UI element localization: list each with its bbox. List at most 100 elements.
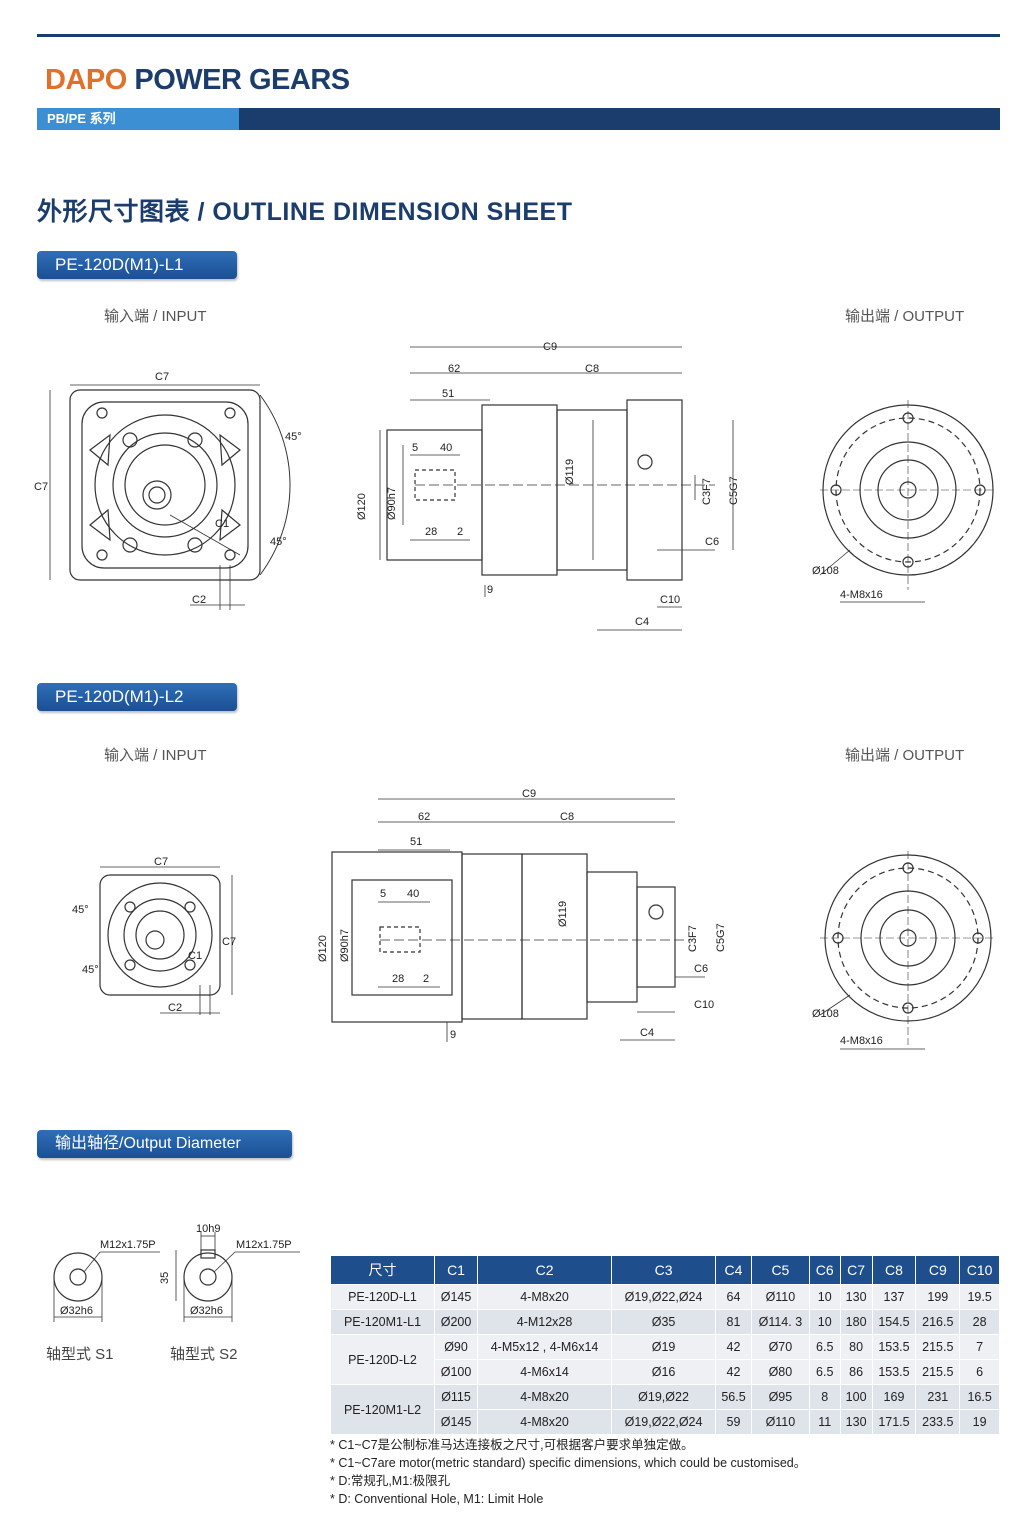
cell-c3: Ø19,Ø22: [611, 1384, 717, 1410]
cell-c1: Ø100: [433, 1359, 479, 1385]
dim-c9-l2: C9: [522, 788, 536, 800]
dim-d90: Ø90h7: [386, 487, 398, 520]
cell-c1: Ø115: [433, 1384, 479, 1410]
cell-c8: 137: [871, 1284, 917, 1310]
dim-c1: C1: [215, 518, 229, 530]
cell-c8: 171.5: [871, 1409, 917, 1435]
cell-c9: 216.5: [915, 1309, 961, 1335]
cell-c7: 130: [839, 1284, 873, 1310]
th-c3: C3: [611, 1255, 717, 1285]
cell-c1: Ø90: [433, 1334, 479, 1360]
row-model: PE-120M1-L1: [330, 1309, 435, 1335]
dim-d90-l2: Ø90h7: [339, 929, 351, 962]
cell-c4: 81: [715, 1309, 752, 1335]
cell-c7: 86: [839, 1359, 873, 1385]
cell-c2: 4-M12x28: [477, 1309, 613, 1335]
cell-c1: Ø145: [433, 1409, 479, 1435]
dim-51: 51: [442, 388, 454, 400]
row-model: PE-120D-L1: [330, 1284, 435, 1310]
spec-table: 尺寸 C1 C2 C3 C4 C5 C6 C7 C8 C9 C10 PE-120…: [330, 1255, 1000, 1435]
th-size: 尺寸: [330, 1255, 435, 1285]
s2-caption: 轴型式 S2: [170, 1346, 238, 1363]
dim-c6-l2: C6: [694, 963, 708, 975]
note-1: * C1~C7是公制标准马达连接板之尺寸,可根据客户要求单独定做。: [330, 1438, 694, 1452]
table-row: PE-120D-L2 Ø90 4-M5x12 , 4-M6x14 Ø19 42 …: [330, 1334, 1000, 1385]
cell-c4: 56.5: [715, 1384, 752, 1410]
note-3: * D:常规孔,M1:极限孔: [330, 1474, 451, 1488]
cell-c6: 10: [808, 1284, 841, 1310]
series-bar: [37, 108, 1000, 130]
dim-c3: C3F7: [701, 478, 713, 505]
dim-angle-45-l2a: 45°: [72, 904, 89, 916]
cell-c9: 231: [915, 1384, 961, 1410]
table-row: PE-120M1-L2 Ø115 4-M8x20 Ø19,Ø22 56.5 Ø9…: [330, 1384, 1000, 1435]
cell-c5: Ø110: [750, 1284, 810, 1310]
cell-c6: 10: [808, 1309, 841, 1335]
cell-c2: 4-M5x12 , 4-M6x14: [477, 1334, 613, 1360]
dim-c5-l2: C5G7: [715, 923, 727, 952]
s2-key: 10h9: [196, 1223, 220, 1235]
th-c4: C4: [715, 1255, 752, 1285]
dim-51-l2: 51: [410, 836, 422, 848]
cell-c5: Ø114. 3: [750, 1309, 810, 1335]
dim-c3-l2: C3F7: [687, 925, 699, 952]
cell-c6: 6.5: [808, 1359, 841, 1385]
model-label-l1: PE-120D(M1)-L1: [37, 251, 237, 279]
output-diameter-label: 输出轴径/Output Diameter: [37, 1130, 292, 1158]
dim-c1-l2: C1: [188, 950, 202, 962]
cell-c3: Ø35: [611, 1309, 717, 1335]
dim-c9: C9: [543, 341, 557, 353]
dim-c2-l2: C2: [168, 1002, 182, 1014]
cell-c10: 16.5: [959, 1384, 1000, 1410]
cell-c2: 4-M6x14: [477, 1359, 613, 1385]
dim-angle-45-b: 45°: [270, 536, 287, 548]
dim-c7-side-l2: C7: [222, 936, 236, 948]
note-2: * C1~C7are motor(metric standard) specif…: [330, 1456, 807, 1470]
cell-c4: 59: [715, 1409, 752, 1435]
cell-c10: 28: [959, 1309, 1000, 1335]
dim-62-l2: 62: [418, 811, 430, 823]
input-flange-drawing-l1: C7 C7 45° 45° C1 C2: [34, 371, 302, 610]
output-flange-drawing-l1: Ø108 4-M8x16: [812, 400, 996, 603]
dim-c4-l2: C4: [640, 1027, 654, 1039]
s2-thread: M12x1.75P: [236, 1239, 292, 1251]
dim-angle-45-a: 45°: [285, 431, 302, 443]
dim-4-m8x16: 4-M8x16: [840, 589, 883, 601]
cell-c9: 199: [915, 1284, 961, 1310]
th-c9: C9: [915, 1255, 961, 1285]
table-header-row: 尺寸 C1 C2 C3 C4 C5 C6 C7 C8 C9 C10: [330, 1255, 1000, 1285]
cell-c3: Ø19,Ø22,Ø24: [611, 1284, 717, 1310]
side-view-drawing-l1: C9 62 C8 51 5 40 Ø120 Ø90h7 Ø119 28 2 9 …: [356, 341, 740, 631]
dim-c2: C2: [192, 594, 206, 606]
shaft-s2-drawing: 10h9 M12x1.75P 35 Ø32h6: [159, 1223, 300, 1322]
output-caption-l1: 输出端 / OUTPUT: [845, 308, 965, 325]
cell-c5: Ø110: [750, 1409, 810, 1435]
cell-c1: Ø145: [433, 1284, 479, 1310]
th-c2: C2: [477, 1255, 613, 1285]
dim-c4: C4: [635, 616, 649, 628]
s1-thread: M12x1.75P: [100, 1239, 156, 1251]
cell-c10: 19: [959, 1409, 1000, 1435]
s2-height: 35: [159, 1272, 171, 1284]
cell-c9: 215.5: [915, 1359, 961, 1385]
th-c1: C1: [433, 1255, 479, 1285]
dim-c10-l2: C10: [694, 999, 714, 1011]
dim-d120: Ø120: [356, 493, 368, 520]
cell-c2: 4-M8x20: [477, 1384, 613, 1410]
dim-angle-45-l2b: 45°: [82, 964, 99, 976]
cell-c6: 6.5: [808, 1334, 841, 1360]
dim-c10: C10: [660, 594, 680, 606]
input-flange-drawing-l2: C7 C7 45° 45° C1 C2: [72, 856, 236, 1015]
brand-title: DAPO POWER GEARS: [45, 64, 350, 97]
s1-caption: 轴型式 S1: [46, 1346, 114, 1363]
dim-62: 62: [448, 363, 460, 375]
cell-c3: Ø19: [611, 1334, 717, 1360]
dim-40-l2: 40: [407, 888, 419, 900]
dim-d108-l2: Ø108: [812, 1008, 839, 1020]
s2-diameter: Ø32h6: [190, 1305, 223, 1317]
dim-c7-top-l2: C7: [154, 856, 168, 868]
cell-c2: 4-M8x20: [477, 1409, 613, 1435]
dim-c8-l2: C8: [560, 811, 574, 823]
dim-c7-side: C7: [34, 481, 48, 493]
note-4: * D: Conventional Hole, M1: Limit Hole: [330, 1492, 544, 1506]
